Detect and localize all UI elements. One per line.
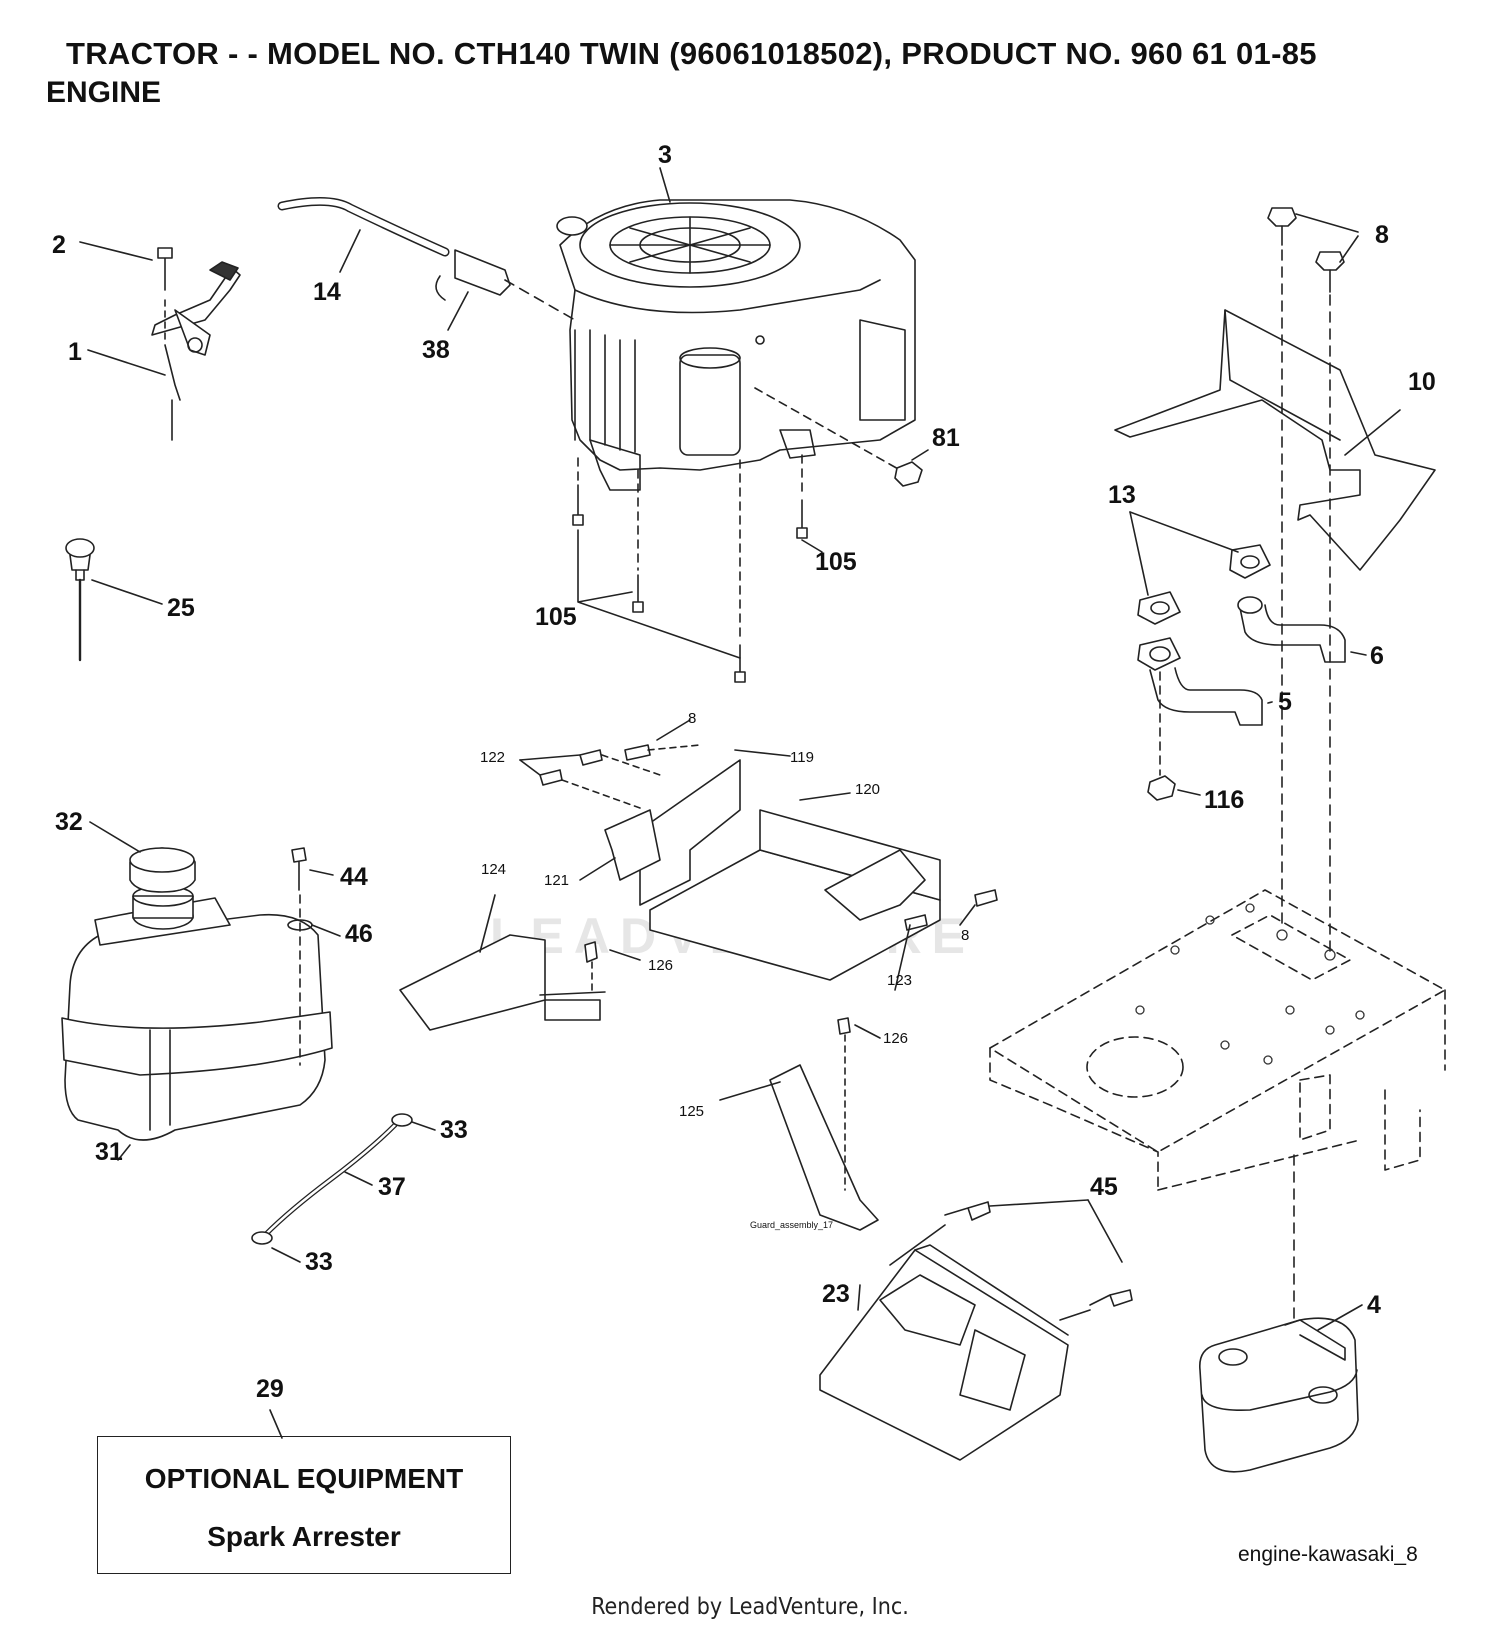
exhaust-pipes (1137, 544, 1346, 726)
callout-126-left: 126 (648, 957, 673, 974)
callout-6: 6 (1370, 642, 1384, 670)
callout-125: 125 (679, 1103, 704, 1120)
callout-23: 23 (822, 1280, 850, 1308)
callout-33-upper: 33 (440, 1116, 468, 1144)
callout-119: 119 (790, 749, 814, 766)
tractor-frame (989, 889, 1446, 1191)
callout-5: 5 (1278, 688, 1292, 716)
dipstick (65, 538, 95, 662)
callout-124: 124 (481, 861, 506, 878)
heat-shield-screws (1267, 207, 1359, 956)
callout-13: 13 (1108, 481, 1136, 509)
callout-14: 14 (313, 278, 341, 306)
section-title: ENGINE (46, 76, 162, 109)
lower-guard (819, 1199, 1133, 1461)
callout-44: 44 (340, 863, 368, 891)
throttle-control (151, 247, 241, 441)
diagram-code: engine-kawasaki_8 (1238, 1543, 1418, 1566)
engine-mount-bolts (572, 454, 823, 683)
fuel-tank (61, 821, 333, 1161)
page-title: TRACTOR - - MODEL NO. CTH140 TWIN (96061… (66, 36, 1317, 71)
heat-shield (1114, 309, 1436, 571)
callout-10: 10 (1408, 368, 1436, 396)
muffler (1198, 1154, 1363, 1473)
callout-126-right: 126 (883, 1030, 908, 1047)
callout-8-bracket-top: 8 (688, 710, 696, 727)
engine (556, 199, 916, 491)
callout-81: 81 (932, 424, 960, 452)
optional-equipment-box: OPTIONAL EQUIPMENT Spark Arrester (97, 1436, 511, 1574)
optional-equipment-heading: OPTIONAL EQUIPMENT (144, 1463, 464, 1494)
footer-credit: Rendered by LeadVenture, Inc. (591, 1594, 909, 1620)
callout-121: 121 (544, 872, 569, 889)
callout-122: 122 (480, 749, 505, 766)
guard-assembly-label: Guard_assembly_17 (750, 1220, 833, 1230)
callout-105-left: 105 (535, 603, 577, 631)
callout-46: 46 (345, 920, 373, 948)
callout-123: 123 (887, 972, 912, 989)
engine-bracket-assembly (399, 719, 998, 1231)
callout-8-top: 8 (1375, 221, 1389, 249)
callout-29: 29 (256, 1375, 284, 1403)
callout-116: 116 (1204, 786, 1244, 814)
callout-4: 4 (1367, 1291, 1381, 1319)
callout-32: 32 (55, 808, 83, 836)
callout-120: 120 (855, 781, 880, 798)
callout-45: 45 (1090, 1173, 1118, 1201)
callout-2: 2 (52, 231, 66, 259)
callout-1: 1 (68, 338, 82, 366)
callout-37: 37 (378, 1173, 406, 1201)
callout-3: 3 (658, 141, 672, 169)
callout-8-bracket-right: 8 (961, 927, 969, 944)
callout-38: 38 (422, 336, 450, 364)
optional-equipment-item: Spark Arrester (207, 1521, 401, 1552)
callout-33-lower: 33 (305, 1248, 333, 1276)
callout-105-right: 105 (815, 548, 857, 576)
callout-25: 25 (167, 594, 195, 622)
callout-31: 31 (95, 1138, 123, 1166)
